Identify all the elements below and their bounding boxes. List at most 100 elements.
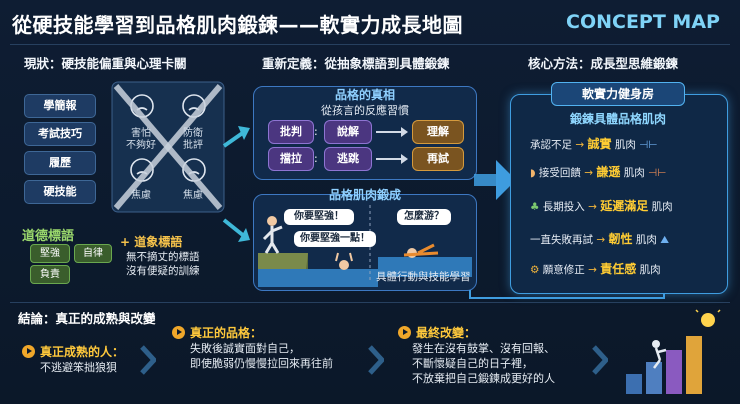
arrow-right-icon: →: [588, 201, 601, 213]
muscle-suffix: 肌肉: [639, 264, 661, 276]
muscle-suffix: 肌肉: [623, 167, 645, 179]
speech-bubble: 你要堅強！: [284, 209, 354, 225]
arrow-right-icon: →: [588, 264, 601, 276]
conclusion-title: 最終改變：: [416, 326, 477, 340]
muscle-trait: 韌性: [608, 232, 633, 246]
dumbbell-icon: ⊣⊢: [648, 167, 667, 179]
gym-title: 軟實力健身房: [551, 82, 685, 106]
muscle-trait: 誠實: [587, 137, 612, 151]
conclusion-line: 即使脆弱仍慢慢拉回來再往前: [190, 357, 333, 370]
abstract-desc-line: 無不摘丈的標語: [126, 251, 200, 263]
left-heading: 現狀：硬技能偏重與心理卡關: [24, 56, 187, 71]
fear-label: 焦慮: [131, 190, 151, 201]
fear-label: 害怕不夠好: [126, 128, 156, 151]
arrow-right-icon: [376, 127, 408, 137]
big-arrow-icon: [474, 160, 516, 200]
dumbbell-icon: ⊣⊢: [639, 139, 658, 151]
abstract-slogan-desc: 無不摘丈的標語 沒有便疑的訓練: [126, 250, 200, 278]
moral-slogan-title: 道德標語: [22, 229, 75, 244]
habit-pill: 擋拉: [268, 147, 314, 171]
gear-icon: ⚙: [530, 264, 543, 276]
growth-stairs-graphic: [626, 308, 721, 394]
sprout-icon: ♣: [530, 201, 543, 213]
muscle-row: ◗ 接受回饋 → 謙遜 肌肉 ⊣⊢: [530, 162, 714, 182]
muscle-row: 一直失敗再試 → 韌性 肌肉 ⛰: [530, 229, 714, 249]
fear-grid-graphic: [111, 81, 225, 213]
character-muscle-title: 品格肌肉鍛成: [328, 188, 401, 202]
arrow-right-icon: →: [596, 234, 609, 246]
speech-bubble: 你要堅強一點！: [294, 231, 376, 247]
fear-label: 焦慮: [183, 190, 203, 201]
abstract-slogan-title: + 道象標語: [120, 235, 183, 249]
conclusion-heading: 結論：真正的成熟與改變: [18, 311, 156, 326]
bottom-divider: [10, 302, 730, 303]
conclusion-line: 失敗後誠實面對自己，: [190, 342, 300, 355]
chevron-right-icon: [140, 345, 156, 375]
character-muscle-panel: 品格肌肉鍛成 你要堅強！ 你要堅強一點！ 怎麼游？ 具體行動與技能學習: [253, 188, 477, 291]
conclusion-title: 真正的品格：: [190, 326, 263, 340]
play-icon: [398, 326, 411, 339]
conclusion-line: 不放棄把自己鍛鍊成更好的人: [412, 372, 555, 385]
habit-pill: 批判: [268, 120, 314, 144]
character-truth-sub: 從孩言的反應習慣: [321, 104, 409, 117]
flow-arrow-icon: [222, 126, 250, 242]
muscle-row: ⚙ 願意修正 → 責任感 肌肉: [530, 259, 714, 279]
gym-subtitle: 鍛鍊具體品格肌肉: [569, 112, 666, 126]
concept-map-label: CONCEPT MAP: [566, 11, 720, 33]
swimming-scene-graphic: [258, 205, 472, 287]
muscle-trait: 責任感: [600, 262, 637, 276]
habit-pill: 再試: [412, 147, 464, 171]
muscle-row: 承認不足 → 誠實 肌肉 ⊣⊢: [530, 134, 714, 154]
conclusion-title: 真正成熟的人：: [40, 345, 125, 359]
muscle-action: 願意修正: [542, 264, 585, 276]
moral-tag: 自律: [74, 244, 112, 263]
muscle-suffix: 肌肉: [614, 139, 636, 151]
middle-heading: 重新定義：從抽象標語到具體鍛鍊: [262, 56, 450, 71]
chevron-right-icon: [368, 345, 384, 375]
muscle-caption: 具體行動與技能學習: [376, 271, 471, 283]
right-heading: 核心方法：成長型思維鍛鍊: [528, 56, 679, 71]
page-title: 從硬技能學習到品格肌肉鍛鍊——軟實力成長地圖: [12, 13, 463, 37]
colon-icon: :: [314, 125, 318, 138]
hard-skills-panel: 學簡報 考試技巧 履歷 硬技能 害怕不夠好 防衛批評 焦慮 焦慮: [14, 80, 229, 215]
conclusion-line: 不斷懷疑自己的日子裡，: [412, 357, 533, 370]
habit-pill: 說解: [324, 120, 372, 144]
hard-skill-item: 考試技巧: [24, 122, 96, 146]
colon-icon: :: [314, 152, 318, 165]
character-truth-panel: 品格的真相 從孩言的反應習慣 批判 : 說解 理解 擋拉 : 逃跳 再試: [253, 86, 477, 180]
title-divider: [10, 44, 730, 45]
hard-skill-item: 履歷: [24, 151, 96, 175]
muscle-trait: 謙遜: [596, 165, 621, 179]
muscle-action: 長期投入: [542, 201, 585, 213]
climber-icon: ⛰: [660, 234, 670, 246]
chevron-right-icon: [592, 345, 608, 375]
muscle-row: ♣ 長期投入 → 延遲滿足 肌肉: [530, 196, 714, 216]
conclusion-line: 發生在沒有鼓掌、沒有回報、: [412, 342, 555, 355]
ear-icon: ◗: [530, 167, 539, 179]
muscle-action: 一直失敗再試: [530, 234, 593, 246]
muscle-action: 承認不足: [530, 139, 572, 151]
play-icon: [22, 345, 35, 358]
connector-line-icon: [469, 290, 665, 299]
conclusion-line: 不逃避笨拙狼狽: [40, 361, 117, 374]
moral-tag: 負責: [30, 265, 70, 284]
soft-skill-gym-panel: [510, 94, 728, 294]
habit-pill: 理解: [412, 120, 464, 144]
moral-tag: 堅強: [30, 244, 70, 263]
character-truth-title: 品格的真相: [334, 88, 395, 102]
abstract-desc-line: 沒有便疑的訓練: [126, 265, 200, 277]
habit-pill: 逃跳: [324, 147, 372, 171]
muscle-suffix: 肌肉: [651, 201, 673, 213]
hard-skill-item: 硬技能: [24, 180, 96, 204]
arrow-right-icon: →: [575, 139, 588, 151]
arrow-right-icon: [376, 154, 408, 164]
muscle-action: 接受回饋: [538, 167, 581, 179]
speech-bubble: 怎麼游？: [397, 209, 451, 225]
arrow-right-icon: →: [584, 167, 597, 179]
fear-label: 防衛批評: [183, 128, 203, 151]
muscle-trait: 延遲滿足: [600, 199, 649, 213]
muscle-suffix: 肌肉: [635, 234, 657, 246]
hard-skill-item: 學簡報: [24, 94, 96, 118]
play-icon: [172, 326, 185, 339]
